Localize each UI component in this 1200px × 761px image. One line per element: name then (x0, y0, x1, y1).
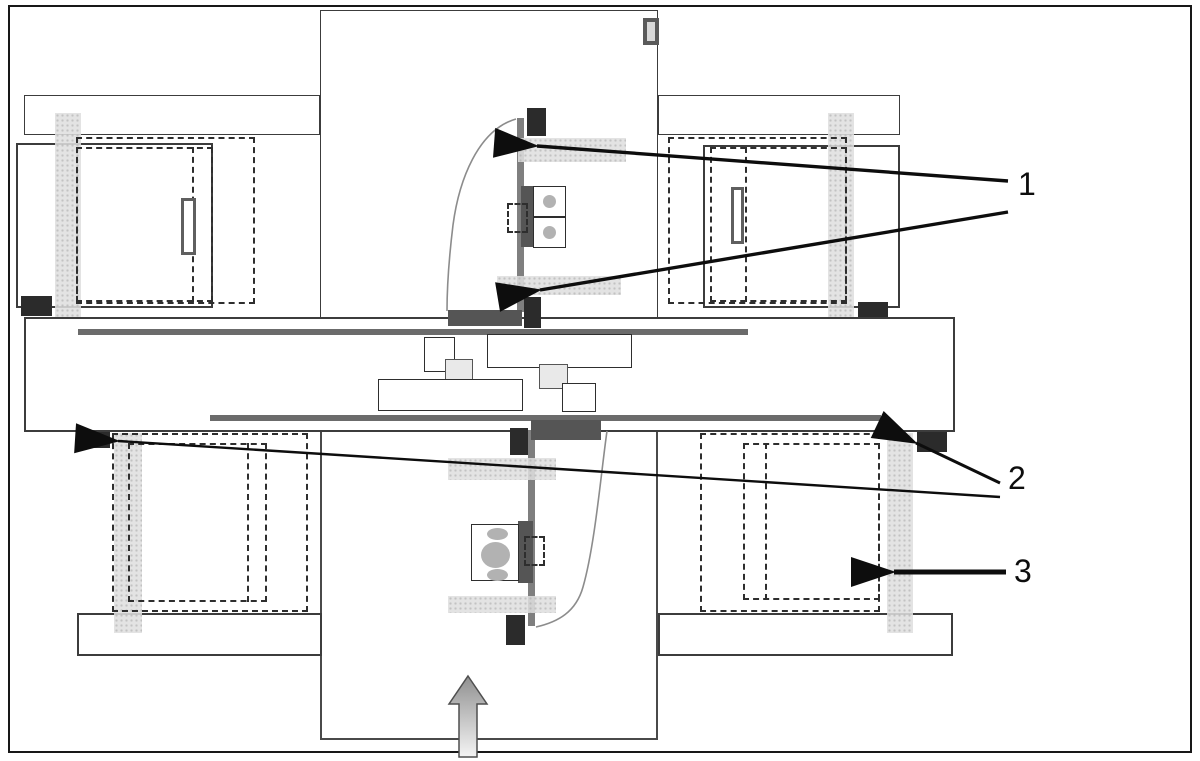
figure-frame (8, 5, 1192, 753)
door-open-outline-bottom-left (112, 433, 308, 612)
door-sensor-top-upper (527, 108, 546, 136)
motor-hub-icon (487, 569, 508, 581)
door-open-line-top-right (745, 147, 747, 302)
guide-rail-upper (78, 329, 748, 335)
door-clearance-band-bottom-right (887, 433, 913, 633)
door-sill-bottom (531, 420, 601, 440)
sensor-block-top-left (21, 296, 52, 316)
guide-rail-lower (210, 415, 881, 421)
motor-hub-icon (543, 195, 556, 208)
door-motor-bottom (471, 524, 519, 581)
door-sensor-top-lower (524, 297, 541, 328)
wing-top-right-bar (658, 95, 900, 135)
door-lock-outline-bottom (524, 536, 545, 566)
latch-icon (643, 18, 659, 45)
coupling-box-f (562, 383, 596, 412)
door-handle-top-left (181, 198, 196, 255)
motor-hub-icon (481, 542, 510, 568)
coupling-box-d (378, 379, 523, 411)
door-open-outline-top-left-inner (76, 147, 213, 302)
sensor-block-bottom-right (917, 432, 947, 452)
door-sensor-bottom-upper (510, 428, 528, 455)
sensor-beam-band-top-1 (518, 138, 626, 162)
gangway-top-panel (320, 10, 658, 317)
door-motor-top-1 (533, 186, 566, 217)
motor-hub-icon (543, 226, 556, 239)
motor-hub-icon (487, 528, 508, 540)
door-sill-top (448, 310, 522, 326)
coupling-pad-e (539, 364, 568, 389)
door-open-line-bottom-right (765, 443, 767, 600)
sensor-beam-band-bottom-1 (448, 458, 556, 480)
callout-label-2: 2 (1008, 460, 1026, 496)
door-sensor-bottom-lower (506, 615, 525, 645)
coupling-box-b (487, 334, 632, 368)
sensor-beam-band-top-2 (497, 276, 621, 295)
door-leaf-top-left (16, 143, 213, 308)
door-lock-outline-top (507, 203, 528, 233)
sensor-beam-band-bottom-2 (448, 596, 556, 613)
sensor-block-top-right (858, 302, 888, 319)
door-handle-top-right (731, 187, 744, 244)
door-edge-top (517, 118, 524, 312)
door-open-outline-bottom-right-inner (743, 443, 880, 600)
door-motor-top-2 (533, 217, 566, 248)
door-open-line-bottom-left (247, 443, 249, 602)
callout-label-3: 3 (1014, 553, 1032, 589)
callout-label-1: 1 (1018, 166, 1036, 202)
